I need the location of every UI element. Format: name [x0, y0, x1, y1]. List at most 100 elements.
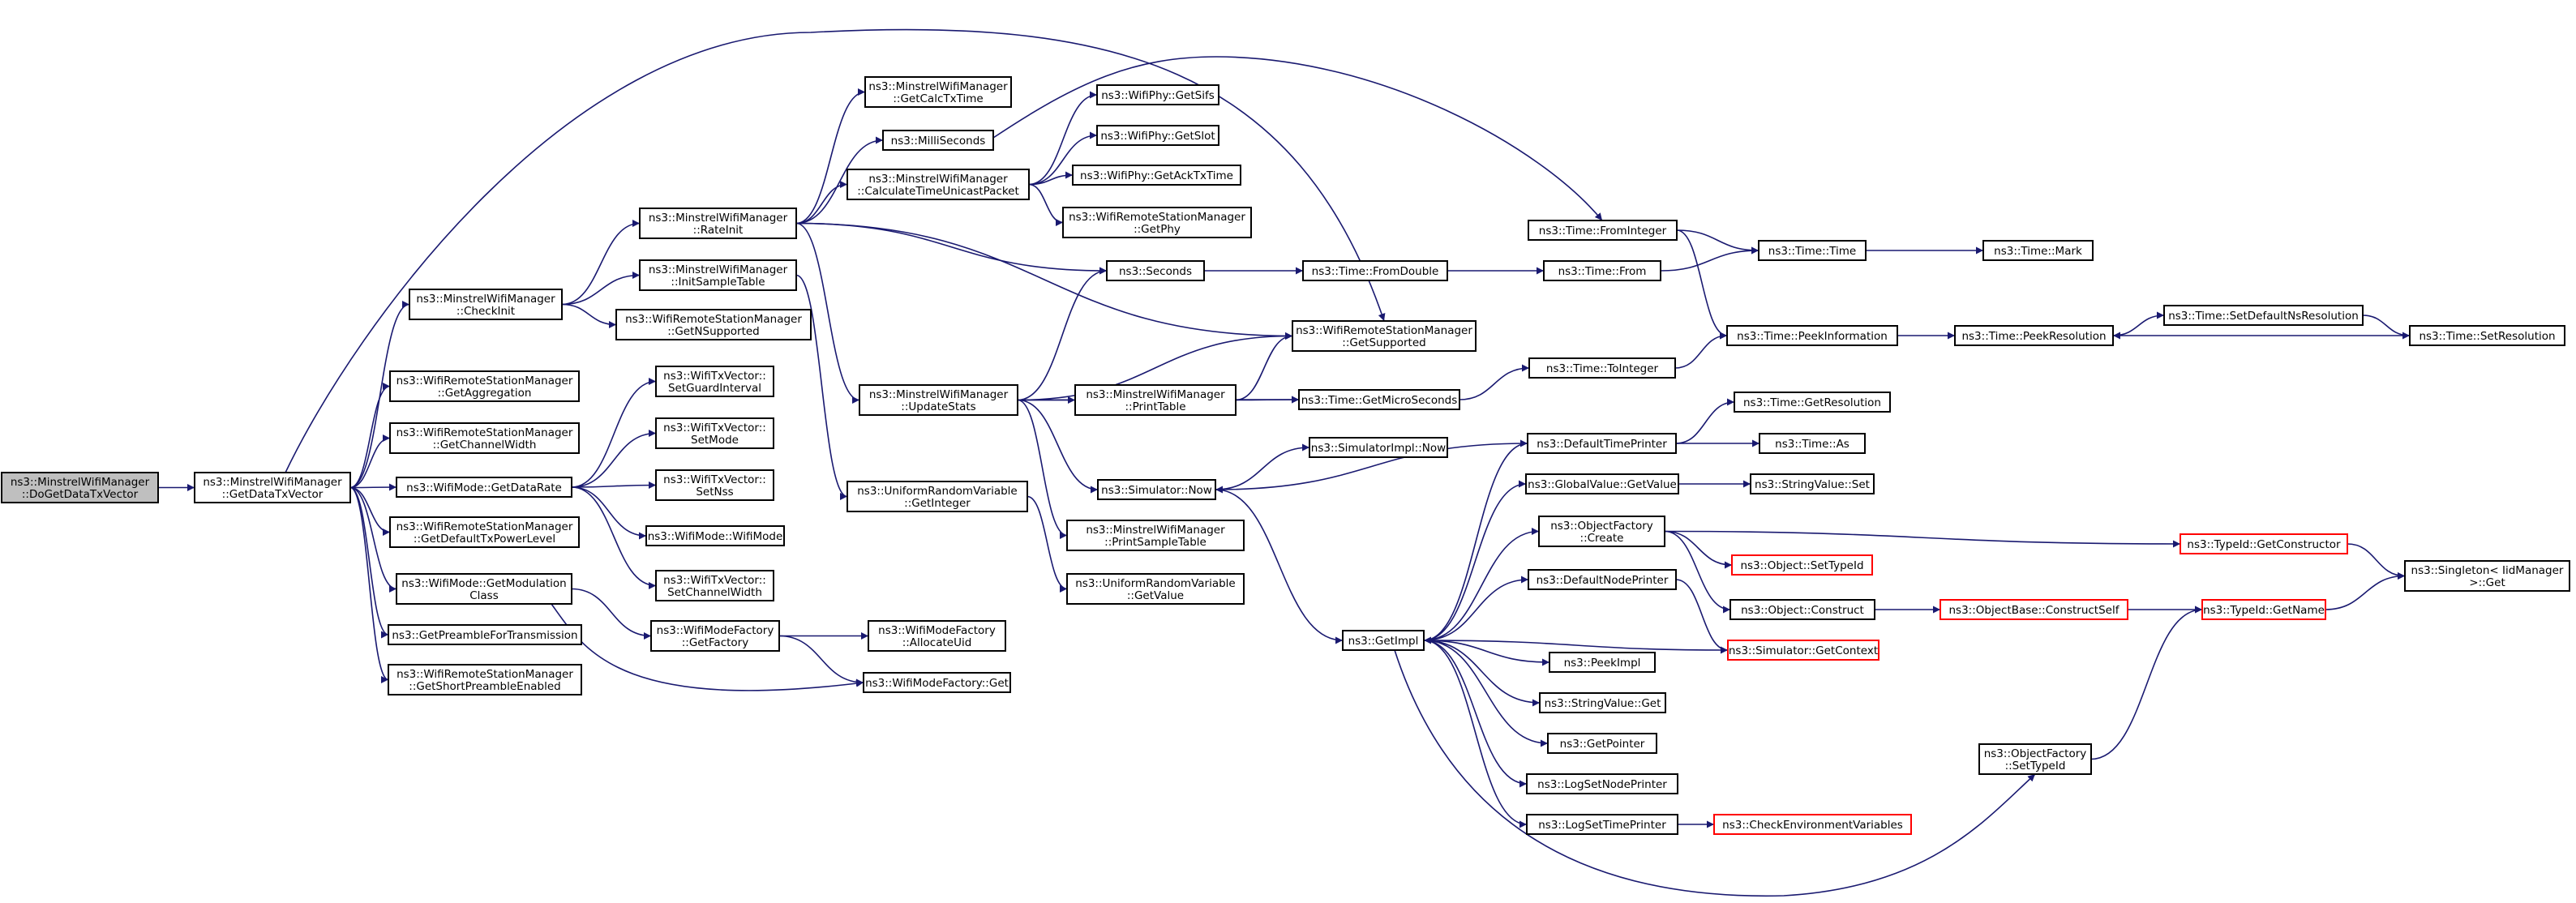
node-singleton[interactable]: ns3::Singleton< IidManager>::Get — [2404, 560, 2570, 592]
node-printtable[interactable]: ns3::MinstrelWifiManager::PrintTable — [1074, 384, 1237, 416]
node-millis[interactable]: ns3::MilliSeconds — [882, 130, 994, 151]
node-timeas[interactable]: ns3::Time::As — [1759, 433, 1866, 454]
node-getimpl[interactable]: ns3::GetImpl — [1342, 630, 1425, 651]
node-getagg[interactable]: ns3::WifiRemoteStationManager::GetAggreg… — [389, 370, 580, 402]
node-fromdouble[interactable]: ns3::Time::FromDouble — [1302, 260, 1448, 281]
node-box — [859, 384, 1018, 416]
node-rateinit[interactable]: ns3::MinstrelWifiManager::RateInit — [639, 208, 797, 239]
node-gspe[interactable]: ns3::WifiRemoteStationManager::GetShortP… — [388, 664, 582, 695]
node-frominteger[interactable]: ns3::Time::FromInteger — [1528, 220, 1678, 241]
node-box — [655, 366, 774, 397]
node-printsample[interactable]: ns3::MinstrelWifiManager::PrintSampleTab… — [1066, 520, 1245, 551]
node-wifimode[interactable]: ns3::WifiMode::WifiMode — [645, 525, 785, 546]
nodes-layer: ns3::MinstrelWifiManager::DoGetDataTxVec… — [1, 76, 2570, 835]
node-objsettid[interactable]: ns3::Object::SetTypeId — [1731, 554, 1873, 576]
node-peekres[interactable]: ns3::Time::PeekResolution — [1954, 325, 2114, 346]
node-ofcreate[interactable]: ns3::ObjectFactory::Create — [1538, 516, 1665, 547]
node-simgetctx[interactable]: ns3::Simulator::GetContext — [1727, 640, 1879, 661]
call-edge-getimpl-to-deftp — [1423, 439, 1528, 641]
node-getcw[interactable]: ns3::WifiRemoteStationManager::GetChanne… — [389, 422, 580, 454]
node-label: ns3::Time::As — [1775, 438, 1849, 451]
node-getsifs[interactable]: ns3::WifiPhy::GetSifs — [1096, 84, 1219, 105]
node-setmode[interactable]: ns3::WifiTxVector::SetMode — [655, 417, 774, 449]
node-svset[interactable]: ns3::StringValue::Set — [1750, 473, 1875, 494]
node-peekimpl[interactable]: ns3::PeekImpl — [1549, 652, 1656, 673]
node-lstp[interactable]: ns3::LogSetTimePrinter — [1526, 814, 1678, 835]
node-svget[interactable]: ns3::StringValue::Get — [1539, 692, 1666, 713]
node-tointeger[interactable]: ns3::Time::ToInteger — [1528, 357, 1676, 379]
node-getnsupp[interactable]: ns3::WifiRemoteStationManager::GetNSuppo… — [615, 309, 812, 340]
node-setres[interactable]: ns3::Time::SetResolution — [2409, 325, 2565, 346]
call-edge-checkinit-to-rateinit — [561, 220, 641, 306]
node-urvgi[interactable]: ns3::UniformRandomVariable::GetInteger — [847, 481, 1028, 512]
node-simimplnow[interactable]: ns3::SimulatorImpl::Now — [1309, 437, 1448, 458]
node-gvgv[interactable]: ns3::GlobalValue::GetValue — [1525, 473, 1679, 494]
node-setnss[interactable]: ns3::WifiTxVector::SetNss — [655, 469, 774, 501]
node-label: ns3::Time::GetResolution — [1743, 396, 1881, 409]
node-label: ns3::Time::SetDefaultNsResolution — [2168, 310, 2359, 323]
node-label: ns3::MinstrelWifiManager — [649, 263, 788, 276]
node-ctup[interactable]: ns3::MinstrelWifiManager::CalculateTimeU… — [847, 169, 1030, 200]
node-gpft[interactable]: ns3::GetPreambleForTransmission — [388, 624, 582, 645]
node-defnp[interactable]: ns3::DefaultNodePrinter — [1528, 569, 1677, 590]
node-ofsettid[interactable]: ns3::ObjectFactory::SetTypeId — [1978, 743, 2092, 775]
node-box — [1106, 260, 1205, 281]
node-wmfgf[interactable]: ns3::WifiModeFactory::GetFactory — [650, 620, 780, 652]
node-box — [389, 516, 580, 548]
call-edge-gdtv-to-getcw — [349, 434, 391, 489]
node-label: ::Create — [1580, 532, 1624, 545]
node-label: ::GetInteger — [904, 497, 971, 510]
node-box — [1726, 325, 1898, 346]
node-checkinit[interactable]: ns3::MinstrelWifiManager::CheckInit — [409, 289, 563, 320]
node-setchw[interactable]: ns3::WifiTxVector::SetChannelWidth — [655, 570, 774, 601]
node-tidgetctor[interactable]: ns3::TypeId::GetConstructor — [2180, 533, 2348, 554]
node-tidgetname[interactable]: ns3::TypeId::GetName — [2201, 599, 2326, 620]
call-edge-getimpl-to-gvgv — [1423, 480, 1527, 641]
node-label: >::Get — [2469, 576, 2505, 589]
node-label: ::PrintTable — [1125, 400, 1185, 413]
node-box — [655, 417, 774, 449]
call-edge-printtable-to-getsupp — [1235, 332, 1293, 401]
node-updstats[interactable]: ns3::MinstrelWifiManager::UpdateStats — [859, 384, 1018, 416]
node-box — [2180, 533, 2348, 554]
node-getsupp[interactable]: ns3::WifiRemoteStationManager::GetSuppor… — [1292, 320, 1477, 352]
node-wmfget[interactable]: ns3::WifiModeFactory::Get — [863, 672, 1011, 693]
node-label: ::SetTypeId — [2005, 760, 2066, 772]
node-peekinfo[interactable]: ns3::Time::PeekInformation — [1726, 325, 1898, 346]
node-gdr[interactable]: ns3::WifiMode::GetDataRate — [396, 477, 572, 498]
node-objconstruct[interactable]: ns3::Object::Construct — [1729, 599, 1875, 620]
node-getres[interactable]: ns3::Time::GetResolution — [1734, 392, 1891, 413]
node-alloc[interactable]: ns3::WifiModeFactory::AllocateUid — [868, 620, 1006, 652]
node-getcalc[interactable]: ns3::MinstrelWifiManager::GetCalcTxTime — [864, 76, 1012, 108]
node-lsnp[interactable]: ns3::LogSetNodePrinter — [1526, 773, 1678, 794]
call-edge-defnp-to-simgetctx — [1675, 579, 1729, 654]
node-root[interactable]: ns3::MinstrelWifiManager::DoGetDataTxVec… — [1, 472, 159, 503]
node-getmicro[interactable]: ns3::Time::GetMicroSeconds — [1298, 389, 1460, 410]
call-edge-getimpl-to-ofsettid — [1394, 649, 2036, 897]
node-initsample[interactable]: ns3::MinstrelWifiManager::InitSampleTabl… — [639, 259, 797, 291]
node-seconds[interactable]: ns3::Seconds — [1106, 260, 1205, 281]
call-edge-ofcreate-to-objconstruct — [1664, 530, 1731, 614]
node-gdtv[interactable]: ns3::MinstrelWifiManager::GetDataTxVecto… — [194, 472, 351, 503]
node-setgi[interactable]: ns3::WifiTxVector::SetGuardInterval — [655, 366, 774, 397]
node-checkenv[interactable]: ns3::CheckEnvironmentVariables — [1713, 814, 1912, 835]
node-timemark[interactable]: ns3::Time::Mark — [1982, 240, 2094, 261]
node-simnow[interactable]: ns3::Simulator::Now — [1097, 479, 1216, 500]
node-obconstself[interactable]: ns3::ObjectBase::ConstructSelf — [1940, 599, 2128, 620]
call-edge-frominteger-to-timetime — [1676, 229, 1759, 255]
node-getack[interactable]: ns3::WifiPhy::GetAckTxTime — [1072, 165, 1241, 186]
node-gdtpl[interactable]: ns3::WifiRemoteStationManager::GetDefaul… — [389, 516, 580, 548]
node-timetime[interactable]: ns3::Time::Time — [1758, 240, 1867, 261]
node-deftp[interactable]: ns3::DefaultTimePrinter — [1527, 433, 1677, 454]
node-getslot[interactable]: ns3::WifiPhy::GetSlot — [1096, 125, 1219, 146]
node-label: ns3::WifiPhy::GetSlot — [1100, 130, 1215, 143]
call-edge-urvgi-to-urvgv — [1027, 495, 1068, 593]
node-label: ns3::StringValue::Set — [1755, 478, 1870, 491]
node-urvgv[interactable]: ns3::UniformRandomVariable::GetValue — [1066, 573, 1245, 605]
node-timefrom[interactable]: ns3::Time::From — [1543, 260, 1661, 281]
node-getptr[interactable]: ns3::GetPointer — [1547, 733, 1657, 754]
node-getphy[interactable]: ns3::WifiRemoteStationManager::GetPhy — [1062, 207, 1252, 238]
call-edge-gdr-to-setnss — [571, 481, 657, 490]
node-setdefns[interactable]: ns3::Time::SetDefaultNsResolution — [2163, 305, 2364, 326]
